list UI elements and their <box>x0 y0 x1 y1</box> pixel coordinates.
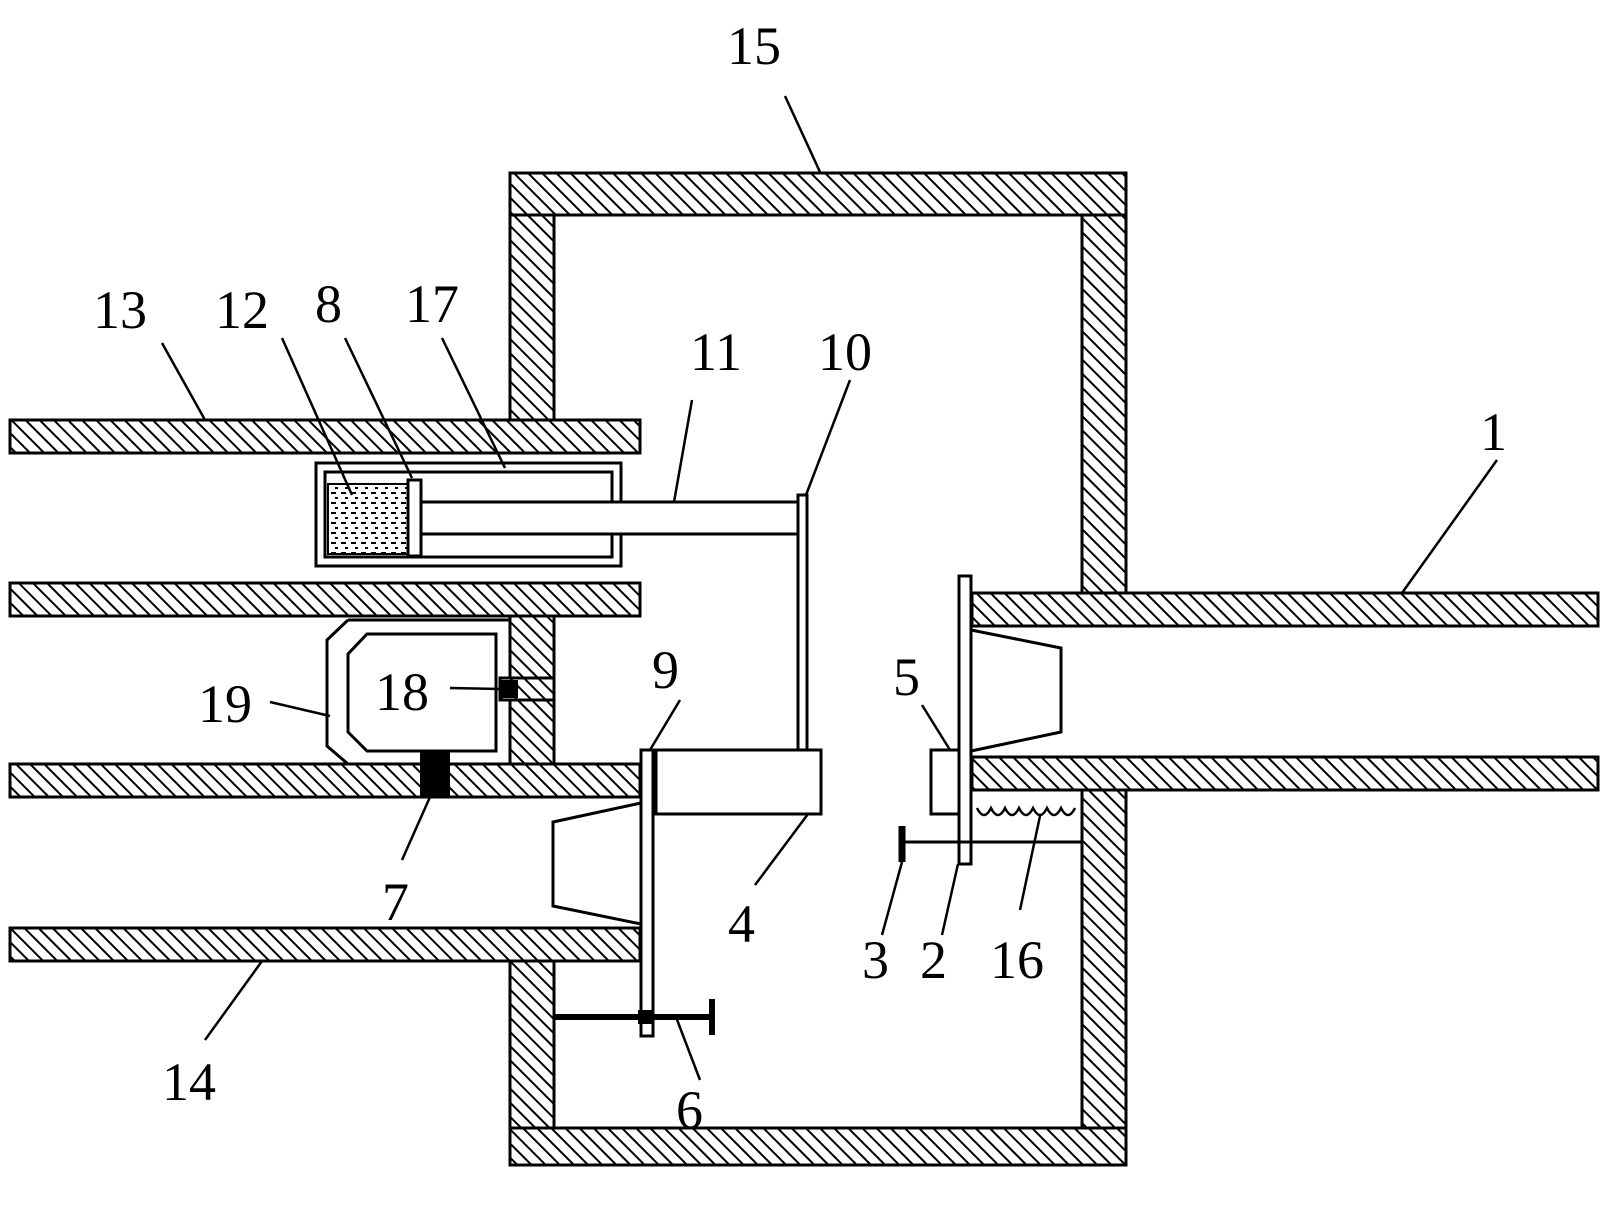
piston-rod-11 <box>419 500 803 536</box>
block-4 <box>654 748 823 816</box>
label-3: 3 <box>862 930 889 990</box>
label-19: 19 <box>198 674 252 734</box>
spring-block-7 <box>420 751 450 797</box>
label-7: 7 <box>382 872 409 932</box>
rod-6 <box>554 999 715 1035</box>
label-16: 16 <box>990 930 1044 990</box>
valve-plate-2 <box>957 574 973 866</box>
label-8: 8 <box>315 274 342 334</box>
spring-16 <box>975 805 1077 817</box>
frame-19 <box>325 618 510 766</box>
housing-15 <box>508 171 1128 1167</box>
label-4: 4 <box>728 894 755 954</box>
label-11: 11 <box>690 322 742 382</box>
label-14: 14 <box>162 1052 216 1112</box>
label-18: 18 <box>375 662 429 722</box>
label-15: 15 <box>727 16 781 76</box>
label-6: 6 <box>676 1080 703 1140</box>
label-12: 12 <box>215 280 269 340</box>
label-5: 5 <box>893 647 920 707</box>
pipe-14 <box>8 762 642 963</box>
cone-left <box>551 801 642 926</box>
label-2: 2 <box>920 930 947 990</box>
label-17: 17 <box>405 274 459 334</box>
label-10: 10 <box>818 322 872 382</box>
label-9: 9 <box>652 640 679 700</box>
label-1: 1 <box>1480 402 1507 462</box>
pipe-1 <box>970 591 1600 792</box>
label-13: 13 <box>93 280 147 340</box>
cone-right <box>970 628 1063 753</box>
chamber-12 <box>327 483 409 555</box>
piston-8 <box>406 478 423 558</box>
box-18 <box>346 632 498 753</box>
rod-3 <box>898 826 1082 862</box>
valve-plate-9 <box>639 748 655 1038</box>
block-5 <box>929 748 961 816</box>
plate-10 <box>796 493 809 752</box>
pipe-13 <box>8 418 642 618</box>
leader-lines <box>160 95 1499 1081</box>
